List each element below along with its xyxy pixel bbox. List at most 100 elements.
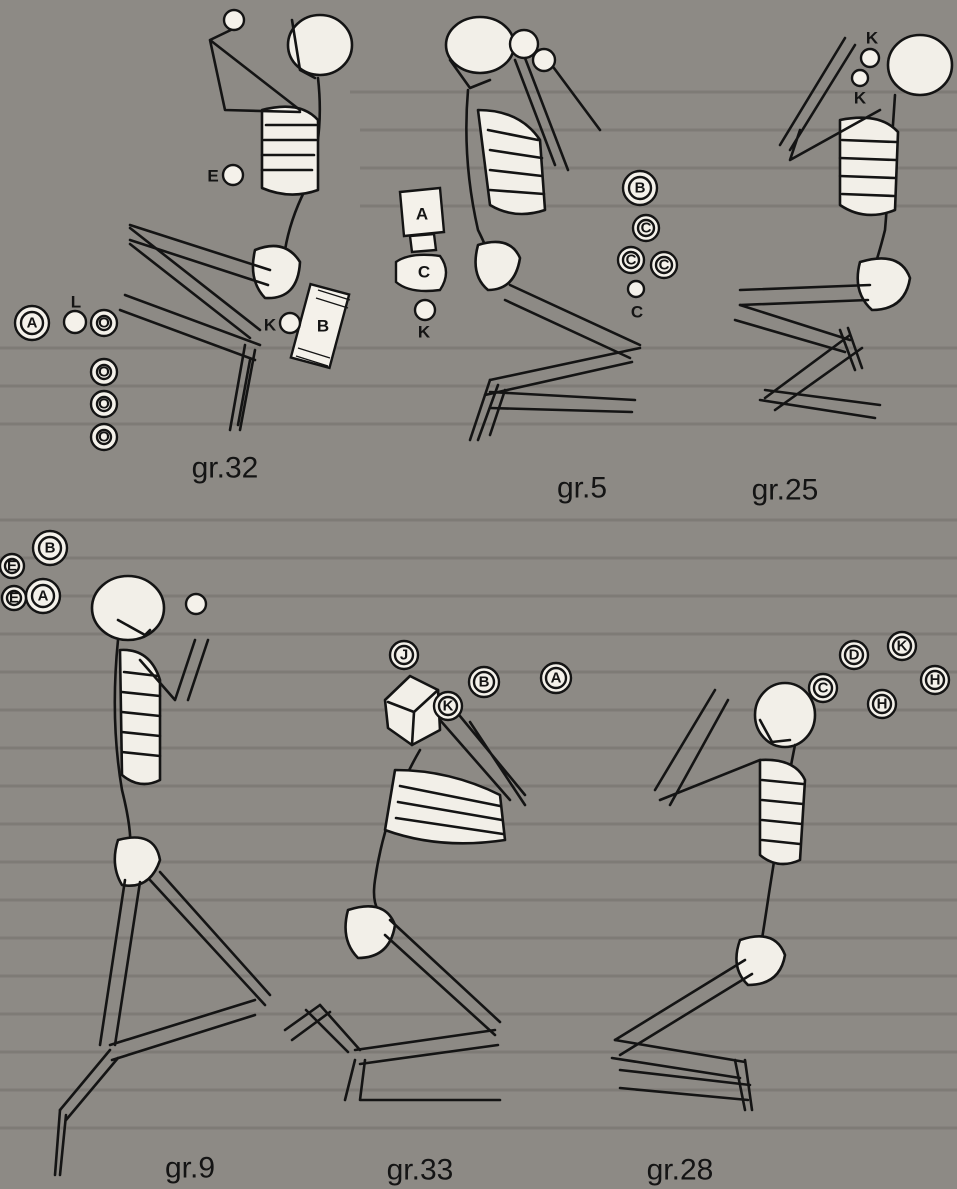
svg-text:O: O bbox=[98, 429, 110, 446]
svg-text:J: J bbox=[400, 647, 408, 664]
svg-text:B: B bbox=[635, 180, 646, 197]
caption-gr32: gr.32 bbox=[192, 452, 259, 485]
marker-label-e: E bbox=[207, 167, 218, 186]
svg-text:E: E bbox=[9, 590, 19, 607]
figure-gr9: E B E A gr.9 bbox=[0, 531, 270, 1185]
lower-leg bbox=[306, 1005, 360, 1052]
svg-text:K: K bbox=[897, 638, 908, 655]
svg-text:A: A bbox=[551, 670, 562, 687]
svg-text:B: B bbox=[479, 674, 490, 691]
marker-e: E bbox=[2, 586, 26, 610]
marker-plain bbox=[64, 311, 86, 333]
caption-gr9: gr.9 bbox=[165, 1152, 215, 1185]
marker-b: B bbox=[33, 531, 67, 565]
femur bbox=[100, 880, 140, 1045]
skull bbox=[888, 35, 952, 95]
marker-e: E bbox=[0, 554, 24, 578]
marker-k: K bbox=[888, 632, 916, 660]
skull bbox=[288, 15, 352, 75]
marker-b: B bbox=[469, 667, 499, 697]
ribcage bbox=[478, 110, 545, 214]
lower-leg bbox=[60, 1050, 118, 1120]
skeleton-gr5 bbox=[446, 17, 640, 440]
caption-gr28: gr.28 bbox=[647, 1154, 714, 1187]
marker-j: J bbox=[390, 641, 418, 669]
foot bbox=[470, 380, 505, 440]
femur bbox=[740, 285, 870, 305]
ribcage bbox=[760, 760, 805, 864]
marker-a: A bbox=[541, 663, 571, 693]
ribcage bbox=[840, 118, 898, 215]
object-a-gr5: A bbox=[400, 188, 444, 252]
femur bbox=[130, 225, 270, 285]
pelvis bbox=[476, 242, 520, 290]
marker-a: A bbox=[26, 579, 60, 613]
pelvis bbox=[115, 838, 160, 886]
object-c-gr5: C bbox=[396, 255, 446, 291]
svg-text:D: D bbox=[849, 647, 860, 664]
marker-o: O bbox=[91, 310, 117, 336]
tibia bbox=[485, 348, 640, 395]
marker-h: H bbox=[868, 690, 896, 718]
svg-text:A: A bbox=[416, 205, 428, 224]
figure-gr32: B A L O O O O E K gr.32 bbox=[15, 10, 352, 485]
caption-gr25: gr.25 bbox=[752, 474, 819, 507]
ribcage bbox=[120, 650, 160, 784]
lower-leg bbox=[490, 392, 635, 412]
marker-label-k: K bbox=[854, 89, 867, 108]
marker-d: D bbox=[840, 641, 868, 669]
svg-text:K: K bbox=[443, 698, 454, 715]
lower-leg-2 bbox=[760, 390, 880, 418]
arm bbox=[210, 28, 300, 112]
skull bbox=[755, 683, 815, 747]
svg-text:E: E bbox=[7, 558, 17, 575]
figure-gr28: D K C H H gr.28 bbox=[612, 632, 949, 1187]
marker-o: O bbox=[91, 359, 117, 385]
skull bbox=[92, 576, 164, 640]
skeleton-gr9 bbox=[55, 576, 270, 1175]
svg-text:C: C bbox=[818, 680, 829, 697]
svg-text:C: C bbox=[626, 252, 637, 269]
marker-c: C bbox=[809, 674, 837, 702]
marker-label-k: K bbox=[264, 316, 277, 335]
figure-gr25: K K gr.25 bbox=[735, 29, 952, 507]
marker-c: C bbox=[651, 252, 677, 278]
marker-c: C bbox=[633, 215, 659, 241]
marker-a: A bbox=[15, 306, 49, 340]
object-label: B bbox=[317, 317, 329, 336]
marker-b: B bbox=[623, 171, 657, 205]
marker-label-c: C bbox=[631, 303, 643, 322]
svg-text:C: C bbox=[641, 220, 652, 237]
svg-text:H: H bbox=[877, 696, 888, 713]
pelvis bbox=[346, 906, 395, 958]
svg-text:O: O bbox=[98, 315, 110, 332]
svg-text:O: O bbox=[98, 364, 110, 381]
caption-gr33: gr.33 bbox=[387, 1154, 454, 1187]
svg-text:C: C bbox=[659, 257, 670, 274]
svg-text:C: C bbox=[418, 263, 430, 282]
lower-leg bbox=[620, 1070, 750, 1100]
foot-2 bbox=[345, 1060, 500, 1100]
marker-h: H bbox=[921, 666, 949, 694]
ribcage bbox=[262, 107, 318, 195]
svg-text:B: B bbox=[45, 540, 56, 557]
skull bbox=[446, 17, 514, 73]
marker-label-k: K bbox=[866, 29, 879, 48]
marker-label-k: K bbox=[418, 323, 431, 342]
marker-o: O bbox=[91, 391, 117, 417]
marker-k: K bbox=[434, 692, 462, 720]
marker-c: C bbox=[618, 247, 644, 273]
skeleton-gr32 bbox=[120, 15, 352, 430]
tibia bbox=[355, 1030, 498, 1064]
marker-label-l: L bbox=[71, 293, 81, 312]
lower-leg bbox=[120, 295, 260, 360]
svg-text:H: H bbox=[930, 672, 941, 689]
tibia bbox=[735, 305, 850, 352]
caption-gr5: gr.5 bbox=[557, 472, 607, 505]
svg-text:A: A bbox=[38, 588, 49, 605]
svg-text:A: A bbox=[27, 315, 38, 332]
figure-gr33: J B A K gr.33 bbox=[285, 641, 571, 1187]
skeleton-gr33 bbox=[285, 676, 525, 1100]
